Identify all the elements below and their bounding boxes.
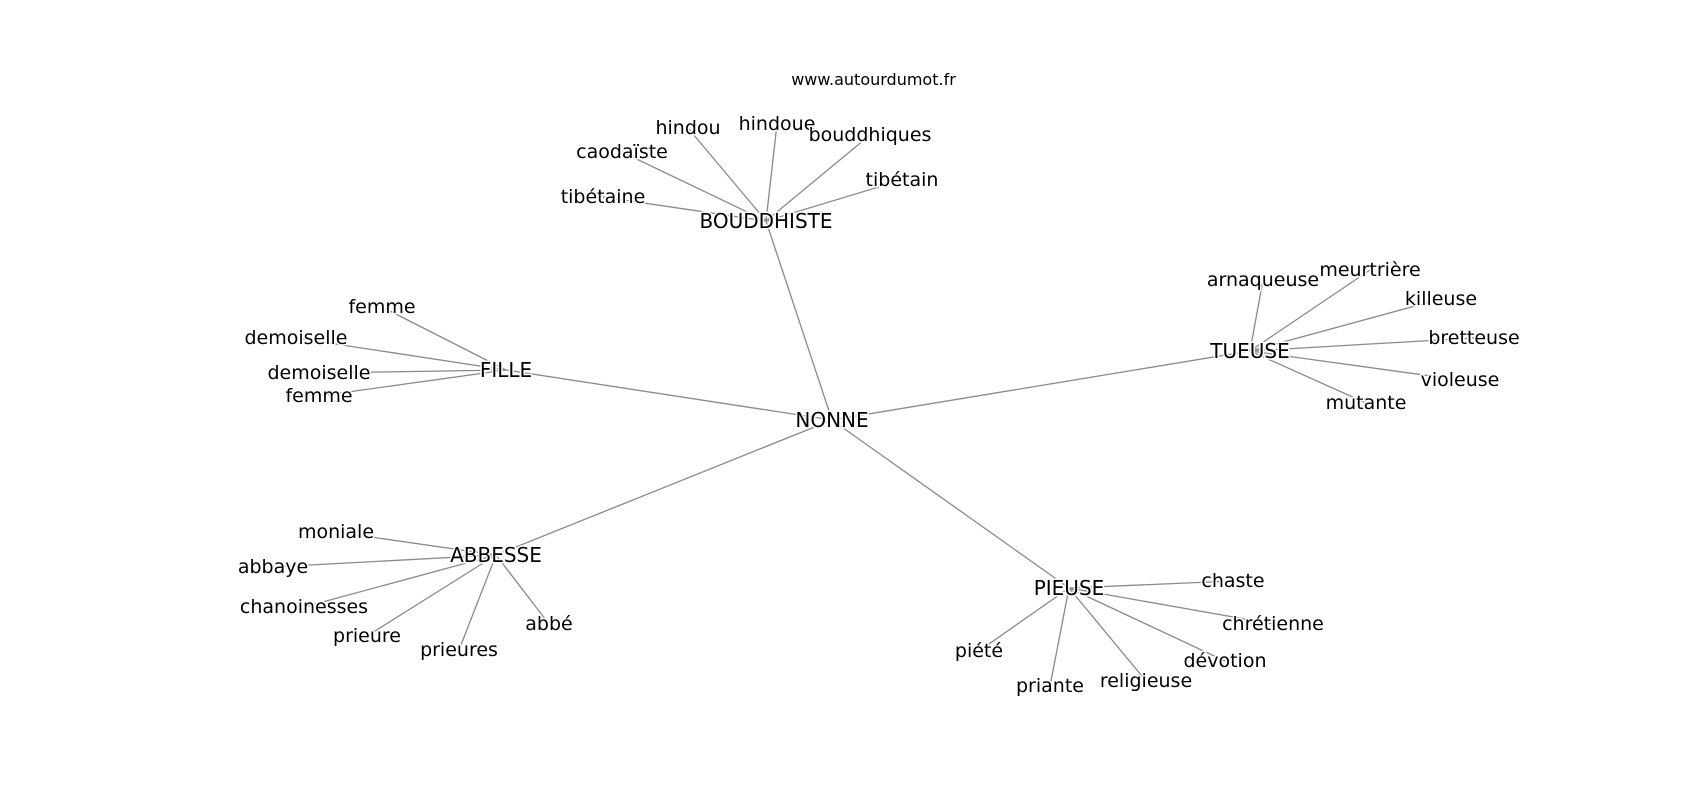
hub-node-abbesse[interactable]: ABBESSE (449, 542, 544, 569)
leaf-node-pieuse-5[interactable]: piété (953, 639, 1004, 664)
hub-node-pieuse[interactable]: PIEUSE (1032, 575, 1106, 602)
edge-pieuse-leaf-4 (1049, 587, 1070, 687)
edge-bouddhiste-leaf-3 (765, 134, 871, 222)
leaf-node-fille-0[interactable]: femme (347, 295, 417, 320)
edge-abbesse-leaf-1 (272, 554, 497, 568)
edge-fille-leaf-1 (295, 337, 507, 371)
edge-bouddhiste-leaf-5 (602, 196, 767, 222)
hub-node-tueuse[interactable]: TUEUSE (1208, 338, 1291, 365)
edge-bouddhiste-leaf-2 (765, 123, 778, 222)
hub-node-fille[interactable]: FILLE (478, 357, 533, 384)
leaf-node-tueuse-1[interactable]: meurtrière (1318, 258, 1422, 283)
leaf-node-abbesse-3[interactable]: prieure (332, 624, 403, 649)
leaf-node-abbesse-4[interactable]: prieures (419, 638, 500, 663)
leaf-node-tueuse-4[interactable]: violeuse (1419, 368, 1501, 393)
edge-abbesse-leaf-2 (303, 554, 497, 608)
edge-tueuse-leaf-4 (1249, 350, 1461, 381)
leaf-node-pieuse-3[interactable]: religieuse (1098, 669, 1193, 694)
edge-fille-leaf-0 (381, 306, 507, 371)
edge-pieuse-leaf-2 (1068, 587, 1226, 662)
leaf-node-pieuse-0[interactable]: chaste (1200, 569, 1266, 594)
edge-center-fille (505, 369, 833, 421)
center-node-label[interactable]: NONNE (794, 407, 870, 434)
edge-abbesse-leaf-5 (495, 554, 550, 625)
leaf-node-bouddhiste-4[interactable]: tibétain (864, 168, 940, 193)
edge-center-tueuse (831, 350, 1251, 421)
edge-center-pieuse (831, 419, 1070, 589)
leaf-node-abbesse-1[interactable]: abbaye (236, 555, 309, 580)
leaf-node-tueuse-2[interactable]: killeuse (1403, 287, 1478, 312)
edge-pieuse-leaf-0 (1068, 580, 1234, 589)
leaf-node-fille-3[interactable]: femme (284, 384, 354, 409)
edge-tueuse-leaf-1 (1249, 269, 1371, 352)
leaf-node-pieuse-1[interactable]: chrétienne (1221, 612, 1326, 637)
leaf-node-fille-2[interactable]: demoiselle (266, 361, 372, 386)
edge-abbesse-leaf-4 (458, 554, 497, 651)
edge-abbesse-leaf-3 (366, 554, 497, 637)
leaf-node-abbesse-5[interactable]: abbé (524, 612, 574, 637)
edge-bouddhiste-leaf-1 (687, 127, 767, 222)
edge-center-bouddhiste (765, 220, 833, 421)
leaf-node-bouddhiste-2[interactable]: hindoue (737, 112, 817, 137)
leaf-node-abbesse-0[interactable]: moniale (296, 520, 375, 545)
edge-fille-leaf-3 (318, 369, 507, 397)
leaf-node-fille-1[interactable]: demoiselle (243, 326, 349, 351)
edge-fille-leaf-2 (318, 369, 507, 374)
edge-tueuse-leaf-5 (1249, 350, 1367, 404)
leaf-node-bouddhiste-3[interactable]: bouddhiques (807, 123, 933, 148)
edge-tueuse-leaf-3 (1249, 337, 1475, 352)
edge-center-abbesse (495, 419, 833, 556)
edge-bouddhiste-leaf-4 (765, 179, 903, 222)
graph-edges (272, 123, 1475, 687)
edge-pieuse-leaf-1 (1068, 587, 1274, 625)
edge-pieuse-leaf-3 (1068, 587, 1147, 682)
edge-tueuse-leaf-0 (1249, 279, 1264, 352)
leaf-node-abbesse-2[interactable]: chanoinesses (238, 595, 369, 620)
leaf-node-bouddhiste-1[interactable]: hindou (654, 116, 722, 141)
leaf-node-bouddhiste-5[interactable]: tibétaine (559, 185, 647, 210)
leaf-node-tueuse-3[interactable]: bretteuse (1427, 326, 1521, 351)
hub-node-bouddhiste[interactable]: BOUDDHISTE (698, 208, 834, 235)
edge-pieuse-leaf-5 (978, 587, 1070, 652)
edge-bouddhiste-leaf-0 (621, 151, 767, 222)
edge-tueuse-leaf-2 (1249, 298, 1442, 352)
leaf-node-pieuse-2[interactable]: dévotion (1182, 649, 1268, 674)
leaf-node-bouddhiste-0[interactable]: caodaïste (575, 140, 670, 165)
leaf-node-tueuse-0[interactable]: arnaqueuse (1205, 268, 1320, 293)
edge-abbesse-leaf-0 (335, 531, 497, 556)
leaf-node-pieuse-4[interactable]: priante (1015, 674, 1086, 699)
leaf-node-tueuse-5[interactable]: mutante (1324, 391, 1408, 416)
site-watermark: www.autourdumot.fr (791, 70, 956, 89)
